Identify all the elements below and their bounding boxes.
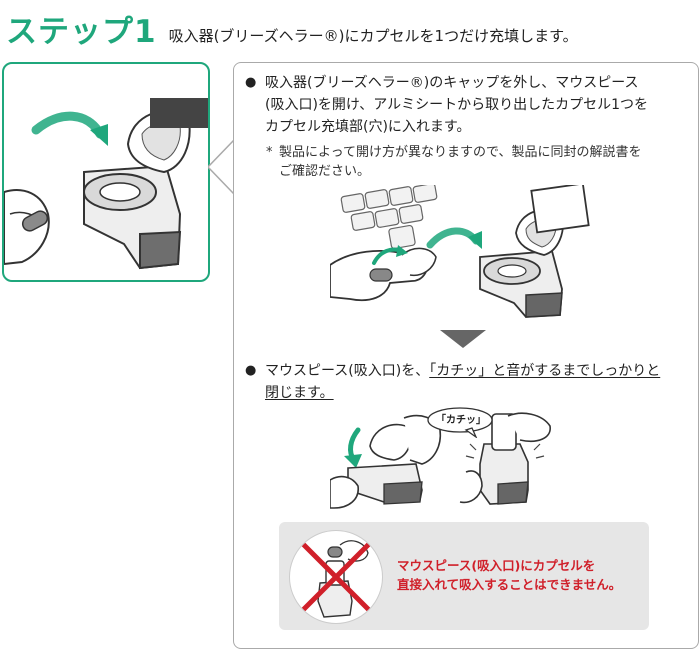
click-speech-bubble	[427, 407, 493, 438]
warning-text: マウスピース(吸入口)にカプセルを 直接入れて吸入することはできません。	[397, 556, 642, 594]
instruction-2-line-2: 閉じます。	[265, 382, 660, 404]
instruction-1-line-2: (吸入口)を開け、アルミシートから取り出したカプセル1つを	[265, 97, 648, 113]
warning-line-1: マウスピース(吸入口)にカプセルを	[397, 558, 596, 573]
warning-box: マウスピース(吸入口)にカプセルを 直接入れて吸入することはできません。	[279, 522, 649, 630]
down-arrow-icon	[440, 330, 486, 348]
instruction-2-emphasis-2: 閉じます。	[265, 385, 334, 401]
bullet-icon: ●	[245, 363, 257, 378]
instruction-1-line-1: 吸入器(ブリーズヘラー®)のキャップを外し、マウスピース	[265, 75, 639, 91]
note-line-2: ご確認ださい。	[279, 164, 371, 179]
bullet-icon: ●	[245, 75, 257, 90]
step-description: 吸入器(ブリーズヘラー®)にカプセルを1つだけ充填します。	[168, 27, 578, 45]
step-illustration-card	[2, 62, 210, 282]
panel-pointer	[208, 140, 236, 194]
step-title: ステップ1	[6, 14, 157, 50]
instruction-1-line-3: カプセル充填部(穴)に入れます。	[265, 119, 471, 135]
inhaler-open-illustration	[4, 98, 208, 270]
instruction-2-emphasis: 「カチッ」と音がするまでしっかりと	[429, 363, 661, 379]
instruction-2-line-1: マウスピース(吸入口)を、「カチッ」と音がするまでしっかりと	[265, 360, 660, 382]
warning-line-2: 直接入れて吸入することはできません。	[397, 577, 622, 592]
instruction-1: ● 吸入器(ブリーズヘラー®)のキャップを外し、マウスピース (吸入口)を開け、…	[245, 72, 693, 138]
instruction-2: ● マウスピース(吸入口)を、「カチッ」と音がするまでしっかりと 閉じます。	[245, 360, 695, 404]
instruction-1-note: * 製品によって開け方が異なりますので、製品に同封の解説書を ご確認ださい。	[266, 143, 694, 181]
note-line-1: 製品によって開け方が異なりますので、製品に同封の解説書を	[279, 145, 642, 160]
prohibited-illustration	[289, 530, 383, 624]
note-marker: *	[266, 145, 273, 160]
capsule-insert-illustration	[330, 185, 590, 318]
instruction-2-prefix: マウスピース(吸入口)を、	[265, 363, 430, 379]
step-header: ステップ1 吸入器(ブリーズヘラー®)にカプセルを1つだけ充填します。	[6, 8, 578, 52]
close-mouthpiece-illustration	[330, 412, 551, 509]
click-sound-label: 「カチッ」	[436, 415, 486, 426]
no-direct-insert-icon	[300, 540, 372, 618]
